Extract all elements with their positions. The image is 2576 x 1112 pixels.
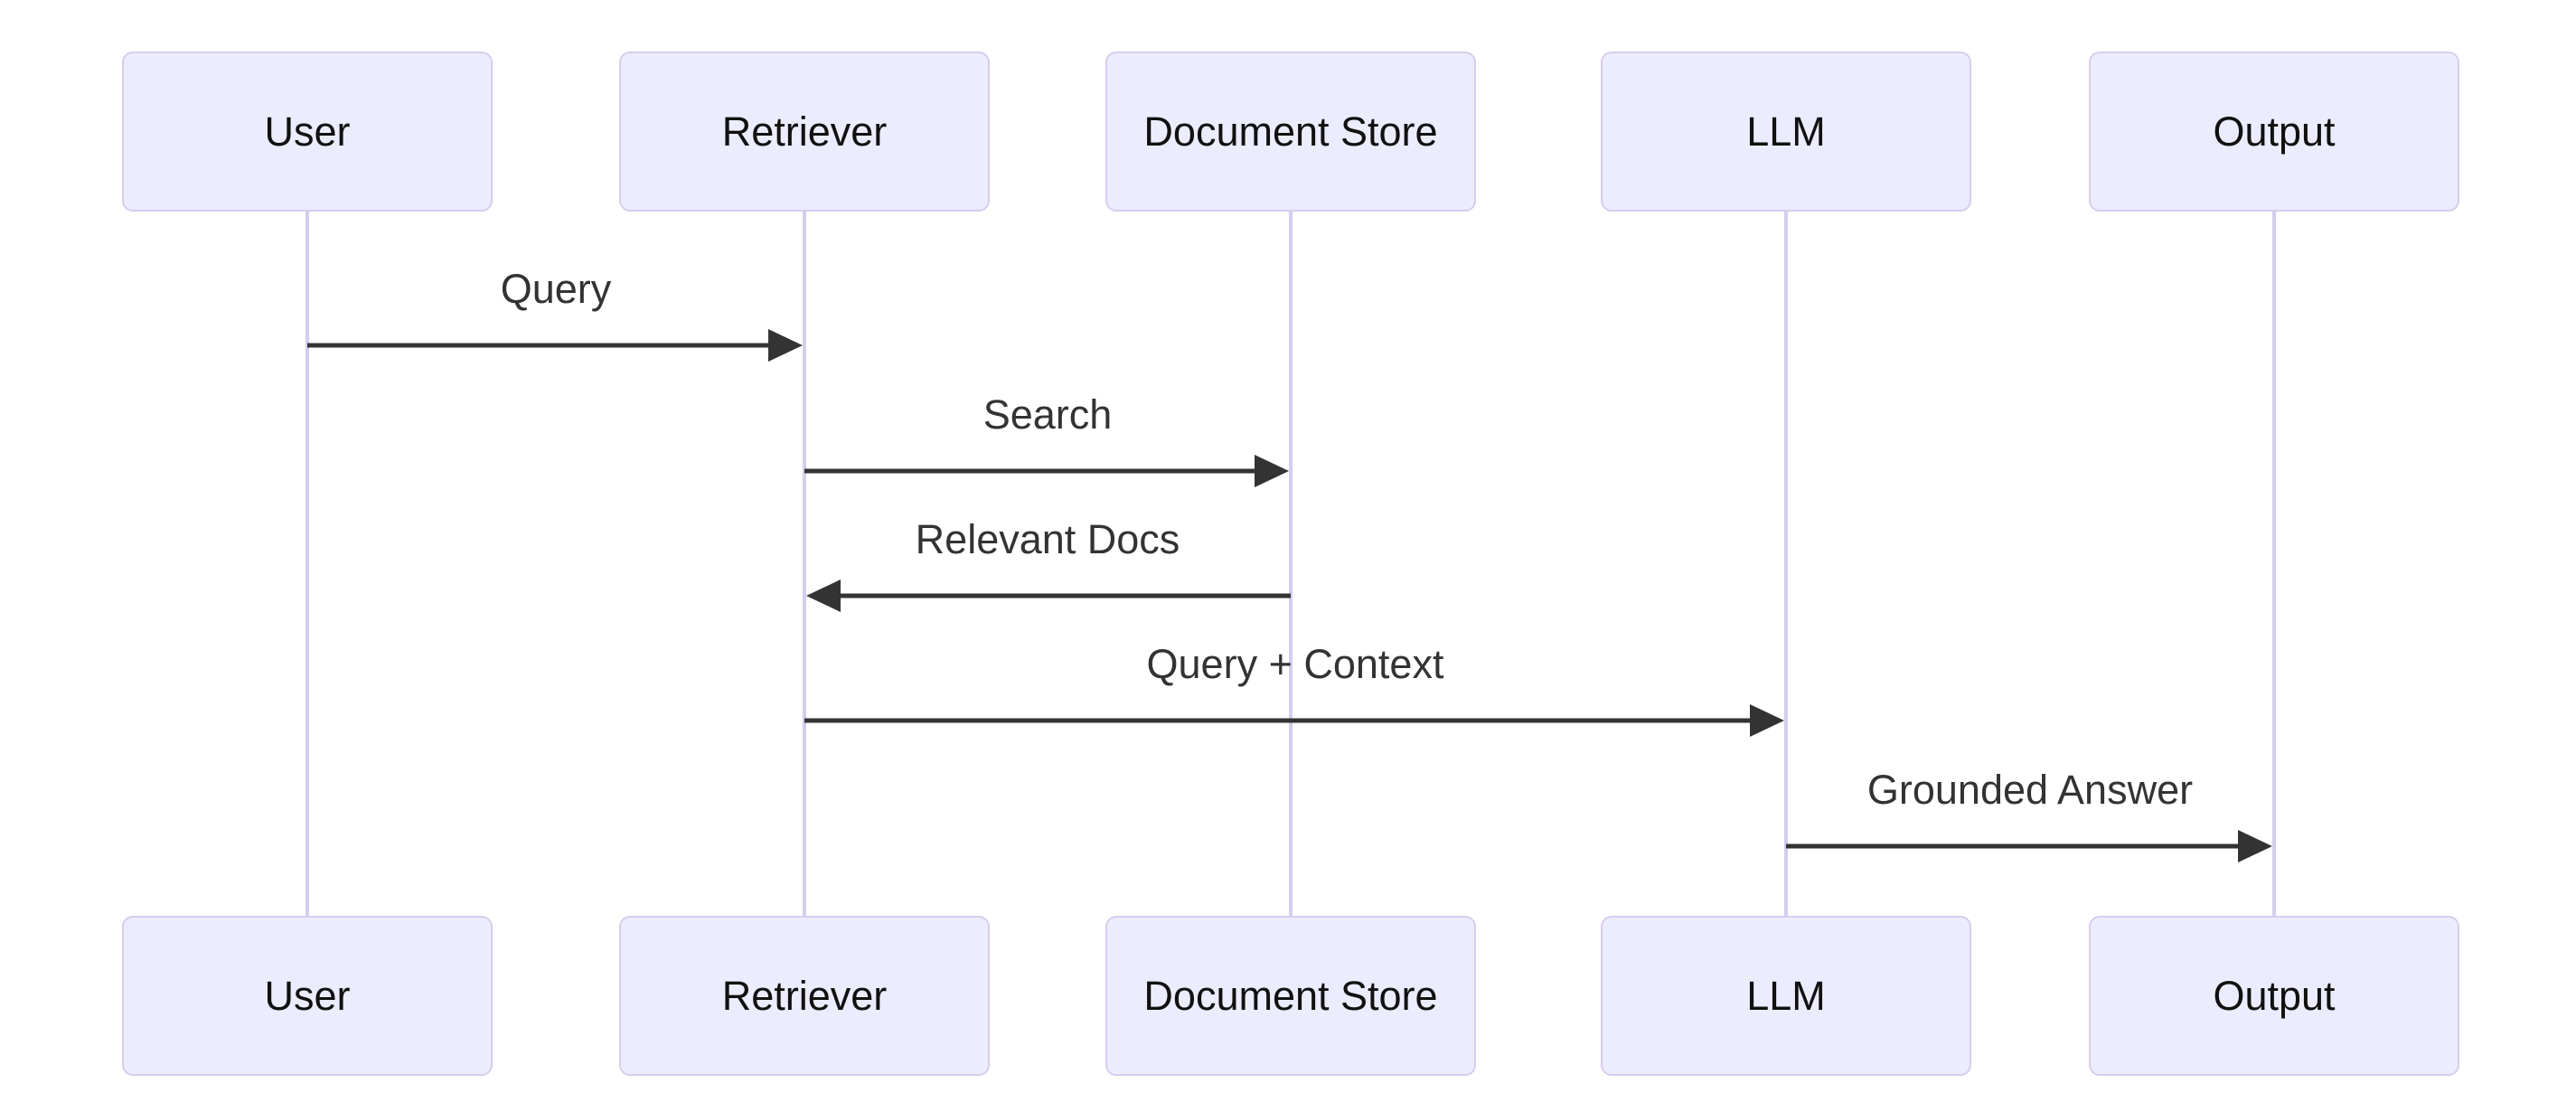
actor-top-document-store: Document Store [1105,52,1476,212]
actor-top-retriever: Retriever [619,52,990,212]
actor-label: User [264,972,351,1019]
actor-label: Output [2213,972,2336,1019]
actor-bottom-user: User [122,916,493,1076]
actor-bottom-retriever: Retriever [619,916,990,1076]
actor-label: User [264,108,351,155]
actor-label: LLM [1746,108,1826,155]
arrowhead-right-icon [1255,455,1289,487]
arrowhead-right-icon [1750,704,1784,737]
actor-bottom-output: Output [2089,916,2459,1076]
actor-label: Document Store [1143,972,1438,1019]
actor-top-user: User [122,52,493,212]
message-label-query-context: Query + Context [1147,641,1444,687]
message-label-query: Query [501,266,612,312]
actor-bottom-document-store: Document Store [1105,916,1476,1076]
message-label-grounded-answer: Grounded Answer [1867,767,2193,813]
arrowhead-left-icon [806,580,841,612]
message-label-relevant-docs: Relevant Docs [916,516,1180,562]
actor-top-output: Output [2089,52,2459,212]
actor-label: Document Store [1143,108,1438,155]
actor-label: Retriever [721,108,888,155]
arrowhead-right-icon [2238,830,2272,862]
actor-top-llm: LLM [1601,52,1971,212]
message-label-search: Search [983,391,1113,438]
message-arrow-search: Search [804,391,1289,487]
message-arrow-query-context: Query + Context [804,641,1784,737]
actor-label: Retriever [721,972,888,1019]
message-arrow-relevant-docs: Relevant Docs [806,516,1291,612]
actor-label: LLM [1746,972,1826,1019]
message-arrow-grounded-answer: Grounded Answer [1786,767,2272,862]
message-arrow-query: Query [307,266,803,362]
actor-bottom-llm: LLM [1601,916,1971,1076]
arrowhead-right-icon [768,329,803,362]
actor-label: Output [2213,108,2336,155]
